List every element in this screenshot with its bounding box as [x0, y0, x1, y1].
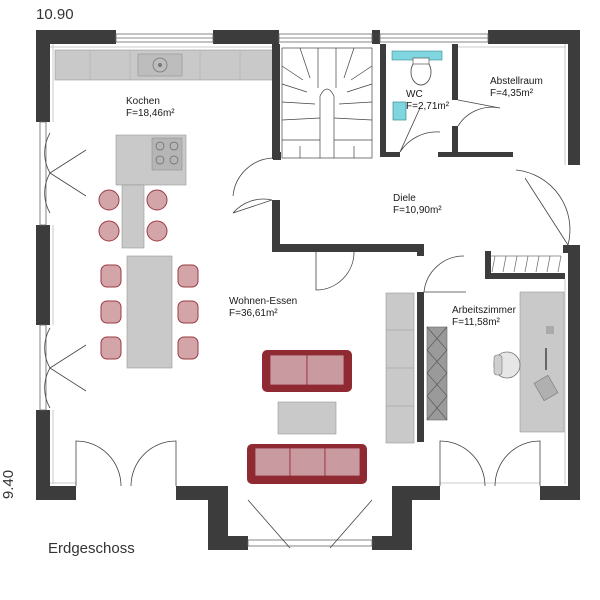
room-name: Kochen — [126, 96, 160, 107]
wardrobe — [385, 292, 415, 444]
kitchen-counter — [54, 49, 276, 81]
coffee-table — [277, 401, 337, 435]
windows — [39, 33, 489, 547]
exterior-walls — [36, 30, 580, 550]
dining-table — [126, 255, 173, 369]
wash-basin — [392, 101, 407, 121]
hallway-hangers — [489, 255, 562, 273]
room-name: Diele — [393, 193, 416, 204]
room-label-diele: Diele F=10,90m² — [393, 193, 442, 217]
room-area: F=18,46m² — [126, 108, 175, 119]
room-name: Abstellraum — [490, 76, 543, 87]
room-label-wc: WC F=2,71m² — [406, 89, 449, 113]
room-area: F=36,61m² — [229, 308, 278, 319]
width-dimension: 10.90 — [36, 6, 74, 23]
toilet — [391, 50, 443, 86]
room-label-abstellraum: Abstellraum F=4,35m² — [490, 76, 543, 100]
office-chair — [493, 351, 521, 379]
room-name: Wohnen-Essen — [229, 296, 298, 307]
room-name: WC — [406, 89, 423, 100]
dining-chairs — [98, 189, 199, 360]
floor-name: Erdgeschoss — [48, 540, 135, 557]
depth-dimension: 9.40 — [0, 469, 18, 500]
room-label-arbeitszimmer: Arbeitszimmer F=11,58m² — [452, 305, 516, 329]
door-swings — [44, 99, 571, 549]
wall-outline — [50, 44, 566, 484]
study-shelf — [426, 326, 448, 421]
room-label-wohnen: Wohnen-Essen F=36,61m² — [229, 296, 297, 320]
kitchen-island — [115, 134, 187, 186]
room-name: Arbeitszimmer — [452, 305, 516, 316]
staircase — [281, 47, 373, 159]
sofa-top — [262, 350, 352, 392]
room-area: F=10,90m² — [393, 205, 442, 216]
bar-table — [121, 184, 145, 249]
sofa-bottom — [247, 444, 367, 484]
room-area: F=2,71m² — [406, 101, 450, 112]
room-label-kochen: Kochen F=18,46m² — [126, 96, 175, 120]
room-area: F=11,58m² — [452, 317, 500, 328]
desk — [519, 291, 565, 433]
room-area: F=4,35m² — [490, 88, 534, 99]
